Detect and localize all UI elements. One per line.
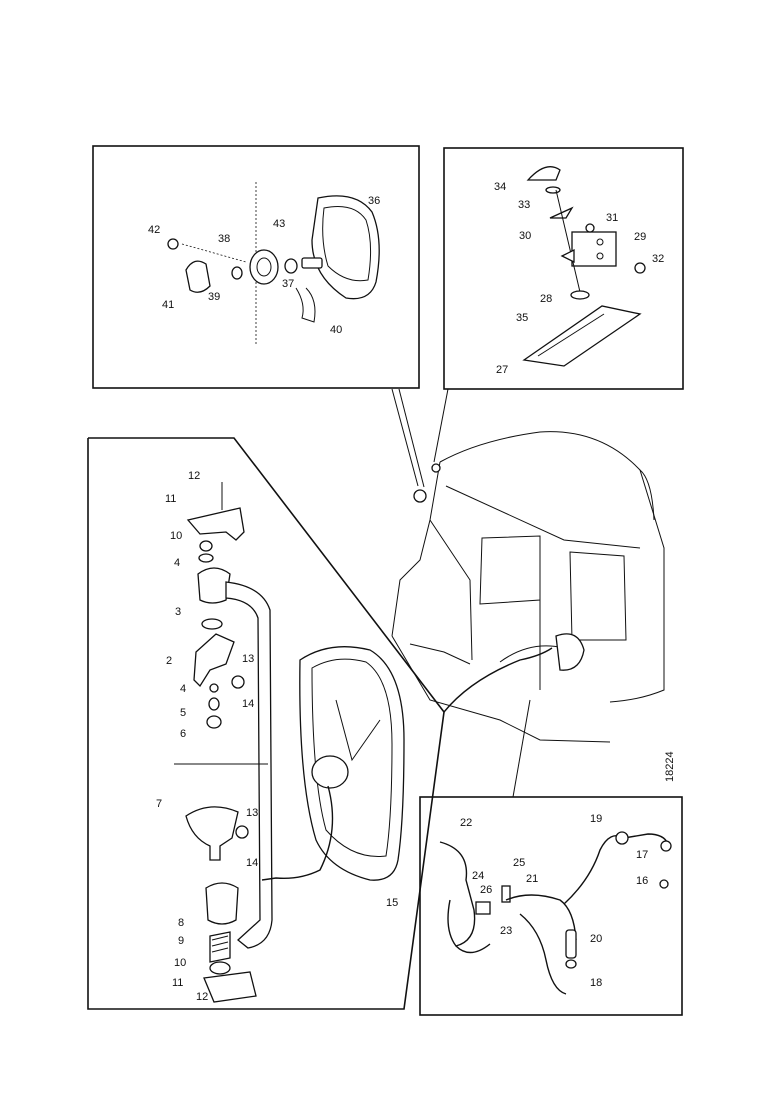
callout-35: 35: [516, 312, 528, 324]
callout-5: 5: [180, 707, 186, 719]
callout-12-top: 12: [188, 470, 200, 482]
truck-cab: [391, 431, 665, 743]
main-assembly-panel: [87, 437, 445, 1010]
callout-14-bottom: 14: [246, 857, 258, 869]
reference-number: 18224: [664, 751, 676, 782]
callout-14-top: 14: [242, 698, 254, 710]
callout-42: 42: [148, 224, 160, 236]
panel-leader-lines: [391, 388, 531, 798]
callout-29: 29: [634, 231, 646, 243]
wiring-panel: [419, 796, 683, 1016]
mount-bracket-parts: [522, 166, 646, 367]
callout-30: 30: [519, 230, 531, 242]
callout-37: 37: [282, 278, 294, 290]
callout-9: 9: [178, 935, 184, 947]
callout-20: 20: [590, 933, 602, 945]
callout-10-bottom: 10: [174, 957, 186, 969]
callout-4-top: 4: [174, 557, 180, 569]
callout-4-mid: 4: [180, 683, 186, 695]
callout-3: 3: [175, 606, 181, 618]
callout-34: 34: [494, 181, 506, 193]
callout-17: 17: [636, 849, 648, 861]
callout-24: 24: [472, 870, 484, 882]
mirror-head-parts: [167, 182, 380, 344]
callout-41: 41: [162, 299, 174, 311]
callout-25: 25: [513, 857, 525, 869]
callout-27: 27: [496, 364, 508, 376]
mount-bracket-panel: [443, 147, 684, 390]
callout-19: 19: [590, 813, 602, 825]
callout-11-bottom: 11: [172, 977, 183, 989]
main-assembly-parts: [174, 482, 553, 1003]
callout-21: 21: [526, 873, 538, 885]
callout-23: 23: [500, 925, 512, 937]
callout-2: 2: [166, 655, 172, 667]
callout-15: 15: [386, 897, 398, 909]
callout-labels: 42 38 43 36 41 39 37 40 34 33 31 30 29 3…: [148, 181, 664, 1003]
callout-28: 28: [540, 293, 552, 305]
callout-40: 40: [330, 324, 342, 336]
callout-32: 32: [652, 253, 664, 265]
callout-33: 33: [518, 199, 530, 211]
callout-39: 39: [208, 291, 220, 303]
callout-31: 31: [606, 212, 618, 224]
callout-26: 26: [480, 884, 492, 896]
callout-10-top: 10: [170, 530, 182, 542]
callout-13-bottom: 13: [246, 807, 258, 819]
mirror-head-panel: [92, 145, 420, 389]
callout-18: 18: [590, 977, 602, 989]
callout-7: 7: [156, 798, 162, 810]
callout-16: 16: [636, 875, 648, 887]
callout-43: 43: [273, 218, 285, 230]
callout-8: 8: [178, 917, 184, 929]
callout-22: 22: [460, 817, 472, 829]
callout-12-bottom: 12: [196, 991, 208, 1003]
callout-11-top: 11: [165, 493, 176, 505]
callout-6: 6: [180, 728, 186, 740]
wiring-parts: [439, 831, 672, 995]
callout-13-top: 13: [242, 653, 254, 665]
callout-36: 36: [368, 195, 380, 207]
callout-38: 38: [218, 233, 230, 245]
